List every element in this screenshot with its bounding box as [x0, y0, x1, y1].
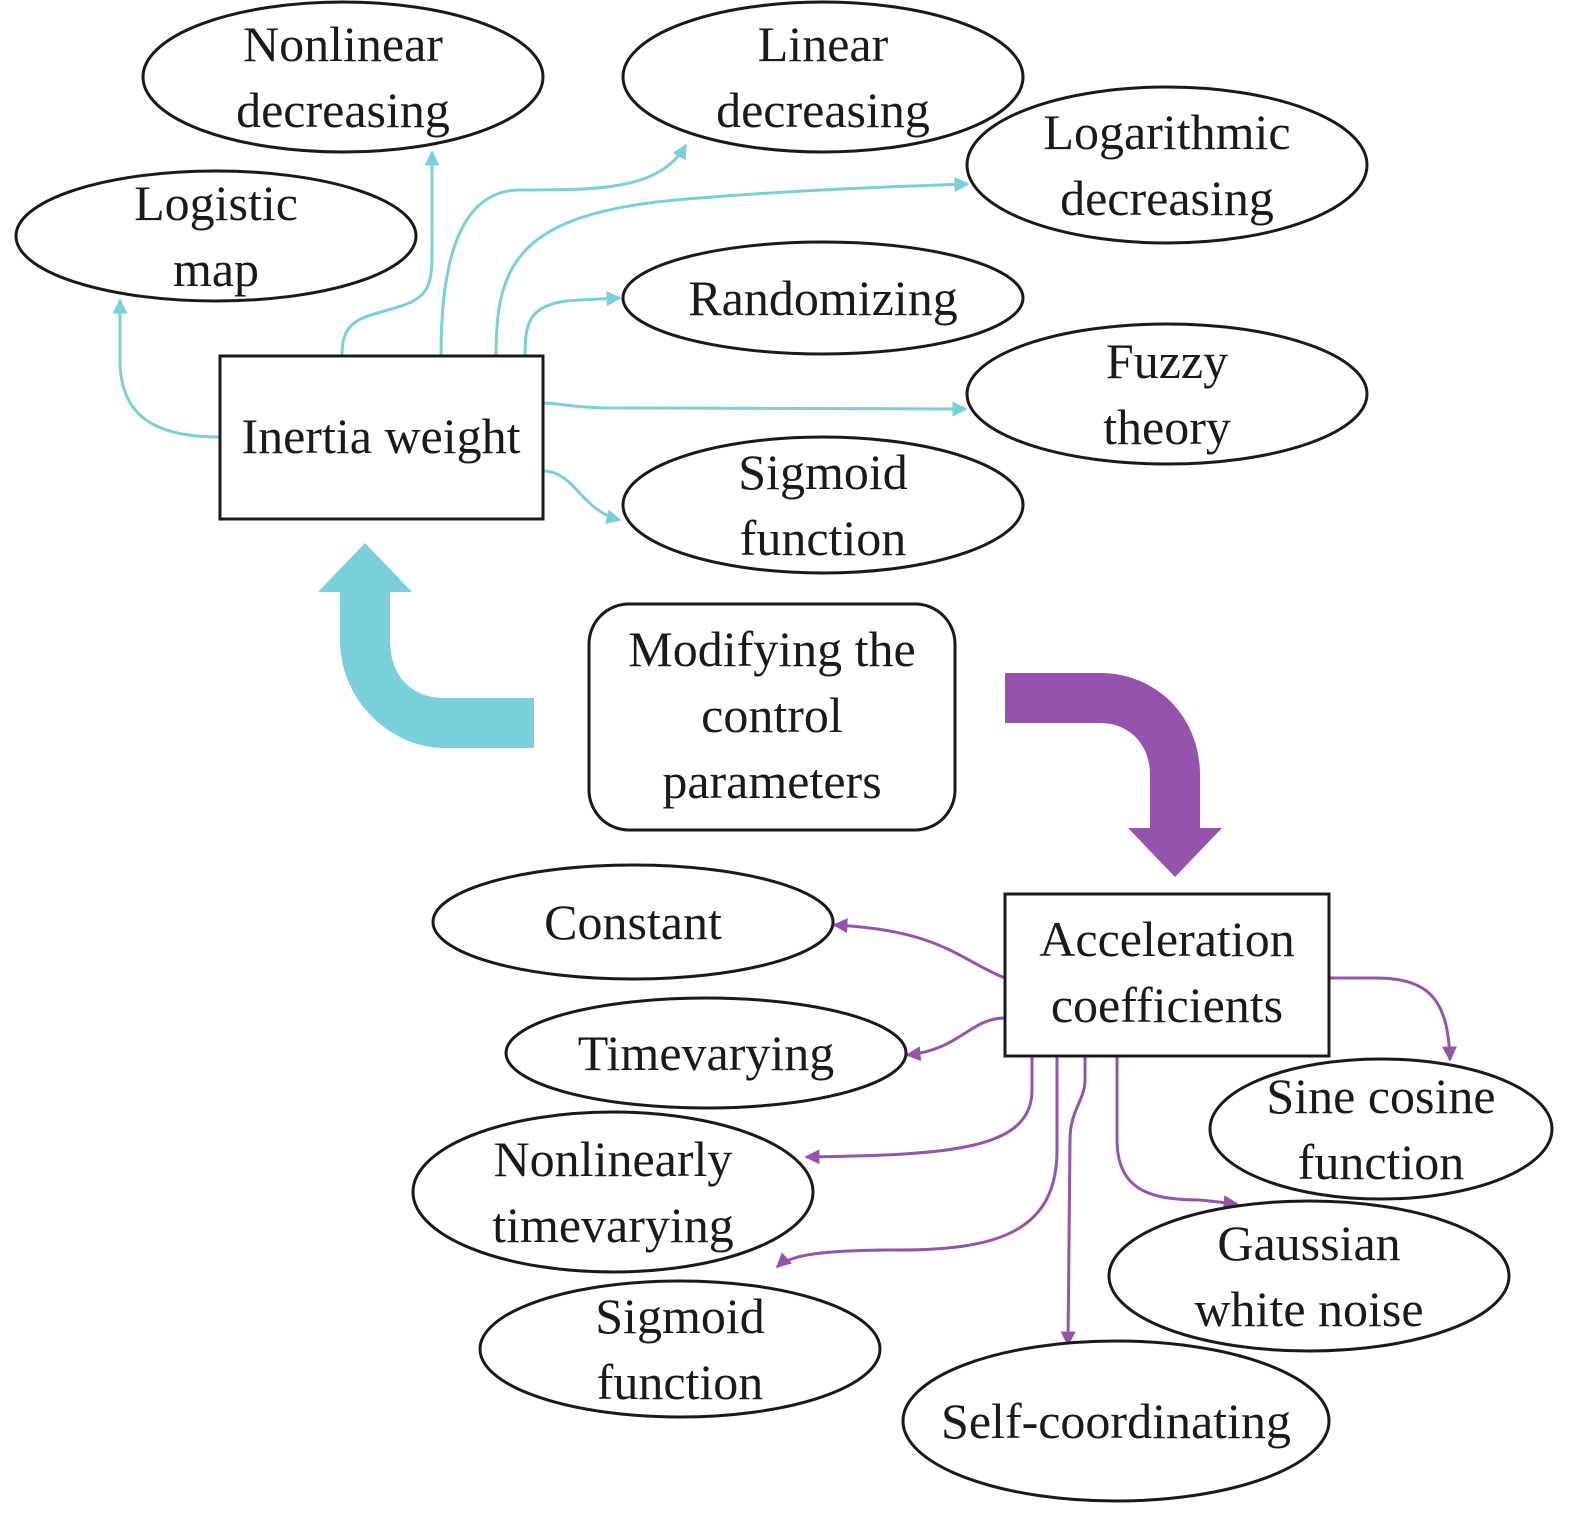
big-arrow-to-inertia — [318, 543, 534, 748]
logistic-map-label-line: map — [173, 241, 259, 297]
node-timevarying: Timevarying — [504, 996, 908, 1110]
gaussian-white-noise-label-line: white noise — [1194, 1281, 1423, 1337]
node-sine-cosine-function: Sine cosine function — [1208, 1057, 1554, 1201]
nonlinear-decreasing-label-line: Nonlinear — [243, 16, 443, 72]
node-gaussian-white-noise: Gaussian white noise — [1107, 1199, 1511, 1353]
timevarying-ellipse — [504, 996, 908, 1110]
constant-ellipse — [431, 863, 835, 981]
sigmoid-function-iw-label-line: function — [740, 510, 907, 566]
edge-to-fuzzy-theory — [542, 401, 968, 417]
node-self-coordinating: Self-coordinating — [901, 1339, 1331, 1503]
edge-to-sigmoid-function-iw — [542, 469, 622, 524]
node-sigmoid-function-iw: Sigmoid function — [621, 435, 1025, 575]
logarithmic-decreasing-ellipse — [965, 85, 1369, 245]
logistic-map-ellipse — [14, 169, 418, 303]
linear-decreasing-ellipse — [621, 0, 1025, 154]
node-linear-decreasing: Linear decreasing — [621, 0, 1025, 154]
acceleration-coefficients-label-line: Acceleration — [1039, 911, 1294, 967]
edge-to-self-coordinating — [1060, 1057, 1087, 1347]
linear-decreasing-label-line: Linear — [758, 16, 889, 72]
nonlinearly-timevarying-label-line: timevarying — [492, 1197, 734, 1253]
self-coordinating-ellipse — [901, 1339, 1331, 1503]
inertia-weight-node: Inertia weight — [218, 354, 545, 521]
sigmoid-function-iw-label-line: Sigmoid — [738, 444, 907, 500]
center-label-line: Modifying the — [628, 621, 915, 677]
edge-to-logarithmic-decreasing — [494, 176, 970, 356]
big-arrow-to-acceleration — [1005, 673, 1222, 877]
center-rounded-box — [587, 602, 957, 832]
node-constant: Constant — [431, 863, 835, 981]
nonlinear-decreasing-label-line: decreasing — [236, 82, 450, 138]
edge-to-sigmoid-function-ac — [775, 1057, 1059, 1269]
nonlinear-decreasing-ellipse — [141, 0, 545, 154]
linear-decreasing-label-line: decreasing — [716, 82, 930, 138]
sine-cosine-function-label-line: Sine cosine — [1266, 1068, 1495, 1124]
logistic-map-label-line: Logistic — [134, 175, 298, 231]
edge-to-nonlinearly-timevarying — [804, 1057, 1034, 1165]
inertia-edges — [112, 143, 970, 524]
constant-label-line: Constant — [544, 894, 722, 950]
timevarying-label-line: Timevarying — [578, 1025, 835, 1081]
acceleration-edges — [775, 918, 1458, 1347]
center-label-line: parameters — [662, 753, 881, 809]
acceleration-coefficients-box — [1003, 892, 1331, 1058]
center-label-line: control — [701, 687, 843, 743]
edge-to-gaussian-white-noise — [1115, 1057, 1239, 1211]
inertia-weight-box — [218, 354, 545, 521]
sigmoid-function-ac-label-line: function — [597, 1354, 764, 1410]
self-coordinating-label-line: Self-coordinating — [941, 1393, 1291, 1449]
edge-to-timevarying — [905, 1016, 1006, 1062]
node-logistic-map: Logistic map — [14, 169, 418, 303]
node-randomizing: Randomizing — [621, 240, 1025, 356]
logarithmic-decreasing-label-line: Logarithmic — [1043, 104, 1290, 160]
edge-to-linear-decreasing — [439, 143, 688, 356]
acceleration-coefficients-node: Acceleration coefficients — [1003, 892, 1331, 1058]
edge-to-sine-cosine-function — [1329, 976, 1458, 1062]
randomizing-label-line: Randomizing — [688, 270, 957, 326]
sine-cosine-function-ellipse — [1208, 1057, 1554, 1201]
sigmoid-function-ac-label-line: Sigmoid — [595, 1288, 764, 1344]
fuzzy-theory-label-line: Fuzzy — [1106, 333, 1228, 389]
nonlinearly-timevarying-label-line: Nonlinearly — [494, 1131, 733, 1187]
edge-to-constant — [832, 918, 1006, 980]
center-node: Modifying the control parameters — [587, 602, 957, 832]
node-logarithmic-decreasing: Logarithmic decreasing — [965, 85, 1369, 245]
acceleration-coefficients-label-line: coefficients — [1051, 977, 1283, 1033]
nonlinearly-timevarying-ellipse — [411, 1110, 815, 1274]
node-sigmoid-function-ac: Sigmoid function — [478, 1279, 882, 1419]
edge-to-nonlinear-decreasing — [340, 150, 440, 356]
sigmoid-function-iw-ellipse — [621, 435, 1025, 575]
inertia-weight-label: Inertia weight — [241, 408, 520, 464]
node-fuzzy-theory: Fuzzy theory — [965, 322, 1369, 466]
node-nonlinearly-timevarying: Nonlinearly timevarying — [411, 1110, 815, 1274]
node-nonlinear-decreasing: Nonlinear decreasing — [141, 0, 545, 154]
gaussian-white-noise-ellipse — [1107, 1199, 1511, 1353]
logarithmic-decreasing-label-line: decreasing — [1060, 170, 1274, 226]
fuzzy-theory-label-line: theory — [1103, 399, 1231, 455]
edge-to-randomizing — [523, 291, 622, 356]
sigmoid-function-ac-ellipse — [478, 1279, 882, 1419]
randomizing-ellipse — [621, 240, 1025, 356]
sine-cosine-function-label-line: function — [1298, 1134, 1465, 1190]
edge-to-logistic-map — [112, 298, 221, 439]
gaussian-white-noise-label-line: Gaussian — [1217, 1215, 1400, 1271]
fuzzy-theory-ellipse — [965, 322, 1369, 466]
